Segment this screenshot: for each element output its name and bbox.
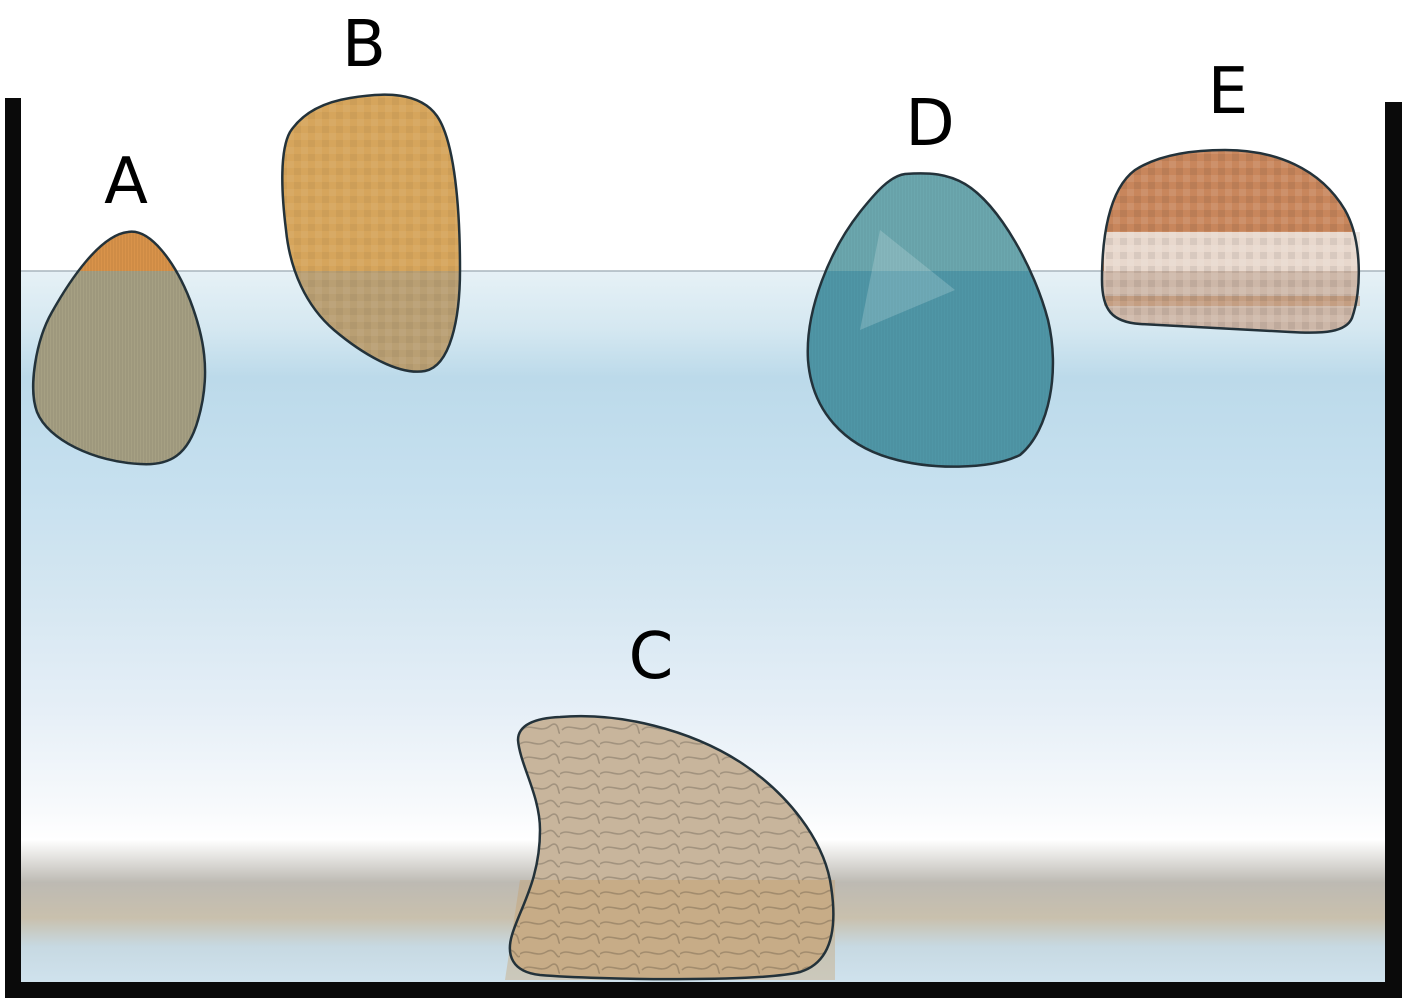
label-c: C bbox=[629, 620, 674, 694]
object-e bbox=[1102, 150, 1360, 333]
object-d bbox=[808, 173, 1053, 466]
container-right-wall bbox=[1385, 102, 1402, 998]
container-left-wall bbox=[5, 98, 21, 998]
label-d: D bbox=[905, 87, 954, 161]
container-bottom bbox=[5, 982, 1402, 998]
object-a bbox=[33, 232, 205, 465]
label-e: E bbox=[1208, 55, 1248, 129]
label-b: B bbox=[342, 8, 386, 82]
label-a: A bbox=[104, 145, 148, 219]
